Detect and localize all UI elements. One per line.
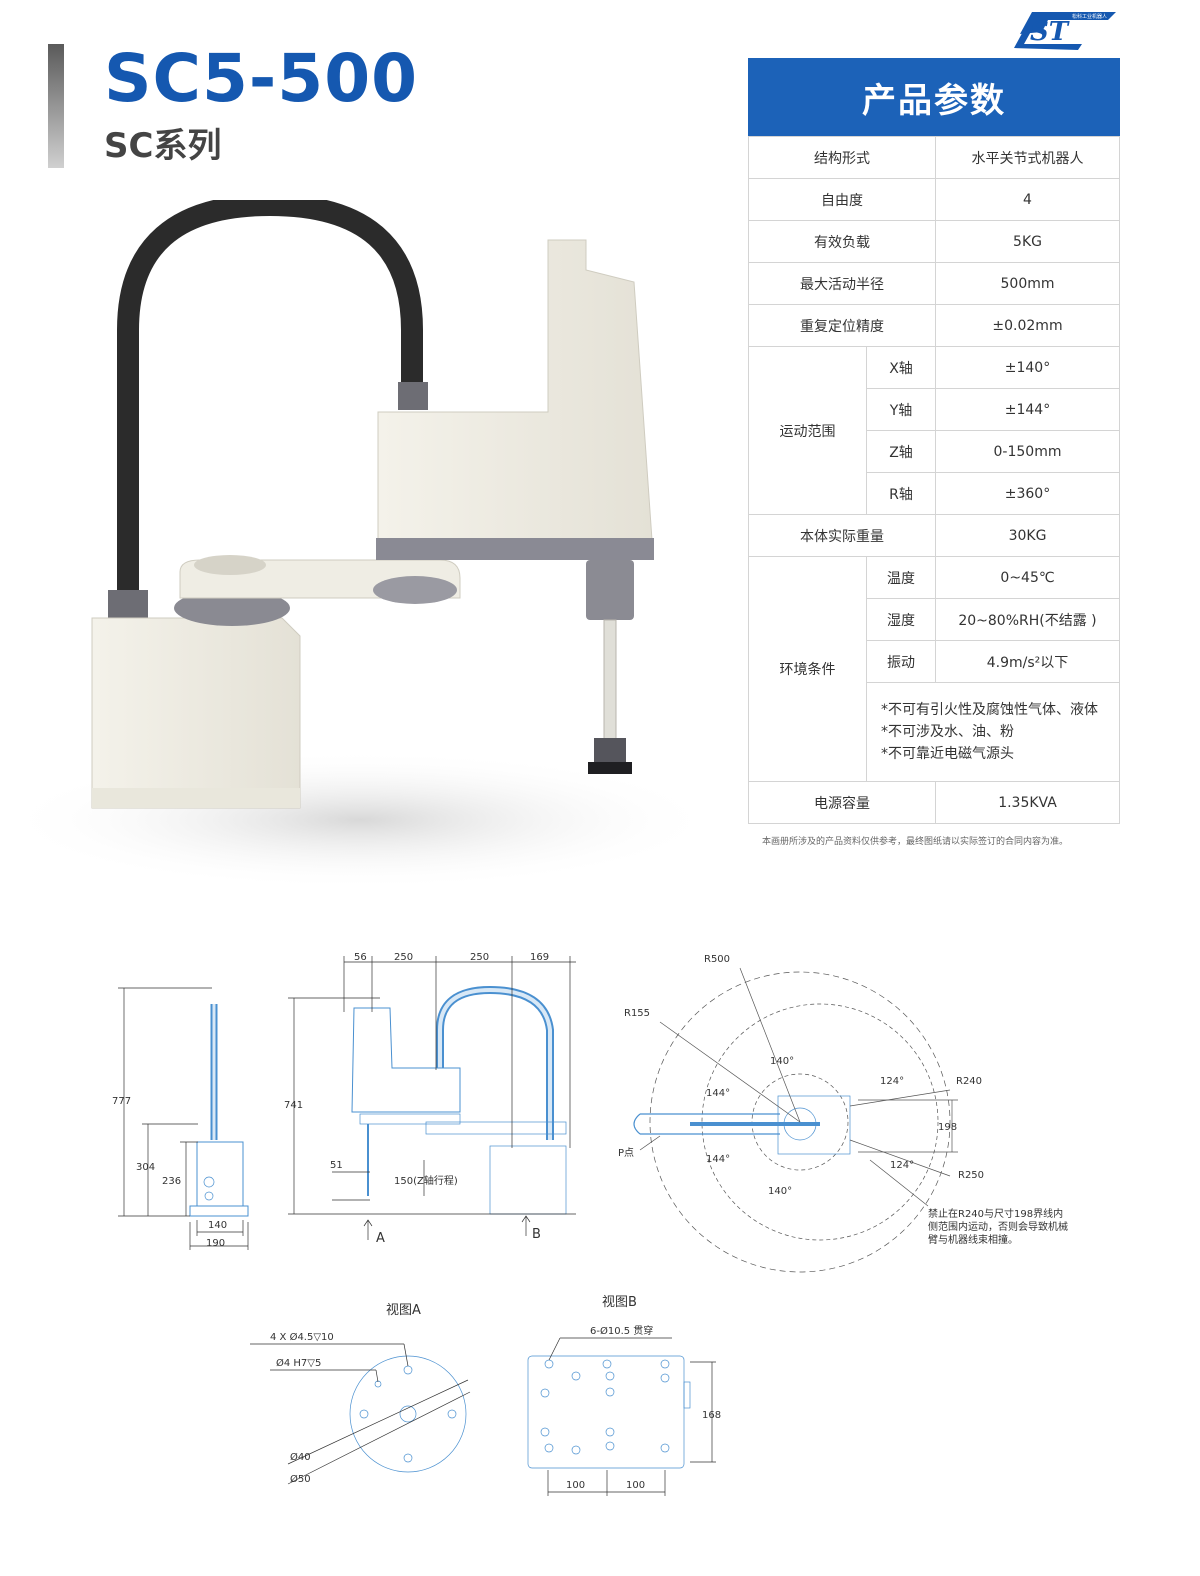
hole-spec-label: 4 X Ø4.5▽10 [270, 1331, 334, 1343]
spec-value: 500mm [935, 262, 1120, 305]
product-model-title: SC5-500 [104, 40, 419, 117]
table-row: Z轴 0-150mm [749, 430, 1120, 473]
table-row: 湿度 20~80%RH(不结露 ) [749, 598, 1120, 641]
axis-label: Z轴 [866, 430, 936, 473]
title-accent-bar [48, 44, 64, 168]
view-b-drawing [527, 1337, 716, 1496]
env-item-label: 温度 [866, 556, 936, 599]
angle-label: 124° [890, 1160, 914, 1171]
axis-value: ±140° [935, 346, 1120, 389]
company-logo: ST Sail 松科工业机器人 [1014, 12, 1116, 50]
dim-label: 741 [284, 1100, 303, 1111]
angle-label: 140° [770, 1056, 794, 1067]
collision-warning-note: 禁止在R240与尺寸198界线内侧范围内运动，否则会导致机械臂与机器线束相撞。 [928, 1209, 1068, 1246]
dim-label: R155 [624, 1008, 650, 1019]
table-row: 结构形式 水平关节式机器人 [748, 136, 1120, 179]
front-view-drawing [288, 956, 576, 1240]
dim-label: 250 [470, 952, 489, 963]
table-row: Y轴 ±144° [749, 388, 1120, 431]
table-row: 电源容量 1.35KVA [748, 781, 1120, 824]
spec-value: 5KG [935, 220, 1120, 263]
axis-label: Y轴 [866, 388, 936, 431]
environment-label: 环境条件 [748, 556, 867, 782]
dim-label: Ø50 [290, 1473, 311, 1485]
side-view-drawing [118, 987, 249, 1250]
angle-label: 144° [706, 1154, 730, 1165]
spec-table-title: 产品参数 [748, 58, 1120, 136]
dim-label: 140 [208, 1220, 227, 1231]
spec-label: 结构形式 [748, 136, 936, 179]
dim-label: 51 [330, 1160, 343, 1171]
env-note: *不可靠近电磁气源头 [881, 746, 1014, 762]
dim-label: 250 [394, 952, 413, 963]
dim-label: 190 [206, 1238, 225, 1249]
spec-value: 1.35KVA [935, 781, 1120, 824]
spec-value: ±0.02mm [935, 304, 1120, 347]
svg-text:Sail: Sail [1068, 26, 1091, 39]
table-row: R轴 ±360° [749, 472, 1120, 515]
top-view-drawing [633, 967, 958, 1273]
table-row: 重复定位精度 ±0.02mm [748, 304, 1120, 347]
dim-label: R500 [704, 954, 730, 965]
axis-value: ±144° [935, 388, 1120, 431]
table-row: 有效负载 5KG [748, 220, 1120, 263]
view-b-title: 视图B [602, 1295, 637, 1310]
dim-label: 777 [112, 1096, 131, 1107]
env-item-value: 4.9m/s²以下 [935, 640, 1120, 683]
dim-label: 198 [938, 1122, 957, 1133]
disclaimer-note: 本画册所涉及的产品资料仅供参考，最终图纸请以实际签订的合同内容为准。 [762, 837, 1069, 847]
dim-label: 304 [136, 1162, 155, 1173]
spec-label: 最大活动半径 [748, 262, 936, 305]
table-row: 振动 4.9m/s²以下 [749, 640, 1120, 683]
spec-label: 自由度 [748, 178, 936, 221]
env-item-value: 20~80%RH(不结露 ) [935, 598, 1120, 641]
spec-label: 本体实际重量 [748, 514, 936, 557]
table-row: 本体实际重量 30KG [748, 514, 1120, 557]
dim-label: R250 [958, 1170, 984, 1181]
spec-label: 电源容量 [748, 781, 936, 824]
p-point-label: P点 [618, 1147, 634, 1159]
table-row: 最大活动半径 500mm [748, 262, 1120, 305]
svg-text:松科工业机器人: 松科工业机器人 [1072, 13, 1107, 20]
dim-label: Ø40 [290, 1451, 311, 1463]
dim-label: 100 [566, 1480, 585, 1491]
motion-range-label: 运动范围 [748, 346, 867, 515]
spec-value: 30KG [935, 514, 1120, 557]
view-a-marker: A [376, 1231, 385, 1246]
axis-value: 0-150mm [935, 430, 1120, 473]
table-row: *不可有引火性及腐蚀性气体、液体 *不可涉及水、油、粉 *不可靠近电磁气源头 [749, 682, 1120, 782]
robot-product-image [0, 200, 720, 890]
axis-label: R轴 [866, 472, 936, 515]
dim-label: 100 [626, 1480, 645, 1491]
env-note: *不可涉及水、油、粉 [881, 724, 1014, 740]
hole-spec-label: Ø4 H7▽5 [276, 1357, 321, 1369]
dim-label: 150(Z轴行程) [394, 1174, 458, 1187]
dim-label: 236 [162, 1176, 181, 1187]
dim-label: 56 [354, 952, 367, 963]
view-b-marker: B [532, 1227, 541, 1242]
angle-label: 124° [880, 1076, 904, 1087]
spec-table: 结构形式 水平关节式机器人 自由度 4 有效负载 5KG 最大活动半径 500m… [748, 136, 1120, 824]
dim-label: 168 [702, 1410, 721, 1421]
dim-label: 169 [530, 952, 549, 963]
view-a-title: 视图A [386, 1303, 421, 1318]
spec-label: 重复定位精度 [748, 304, 936, 347]
env-item-label: 振动 [866, 640, 936, 683]
env-item-value: 0~45℃ [935, 556, 1120, 599]
svg-text:ST: ST [1030, 17, 1070, 47]
table-row: 环境条件 温度 0~45℃ [748, 556, 1120, 782]
dim-label: R240 [956, 1076, 982, 1087]
angle-label: 140° [768, 1186, 792, 1197]
env-note: *不可有引火性及腐蚀性气体、液体 [881, 702, 1098, 718]
axis-value: ±360° [935, 472, 1120, 515]
angle-label: 144° [706, 1088, 730, 1099]
hole-spec-label: 6-Ø10.5 贯穿 [590, 1324, 653, 1337]
view-a-drawing [250, 1343, 471, 1485]
environment-notes: *不可有引火性及腐蚀性气体、液体 *不可涉及水、油、粉 *不可靠近电磁气源头 [866, 682, 1120, 782]
product-series-subtitle: SC系列 [104, 126, 222, 166]
